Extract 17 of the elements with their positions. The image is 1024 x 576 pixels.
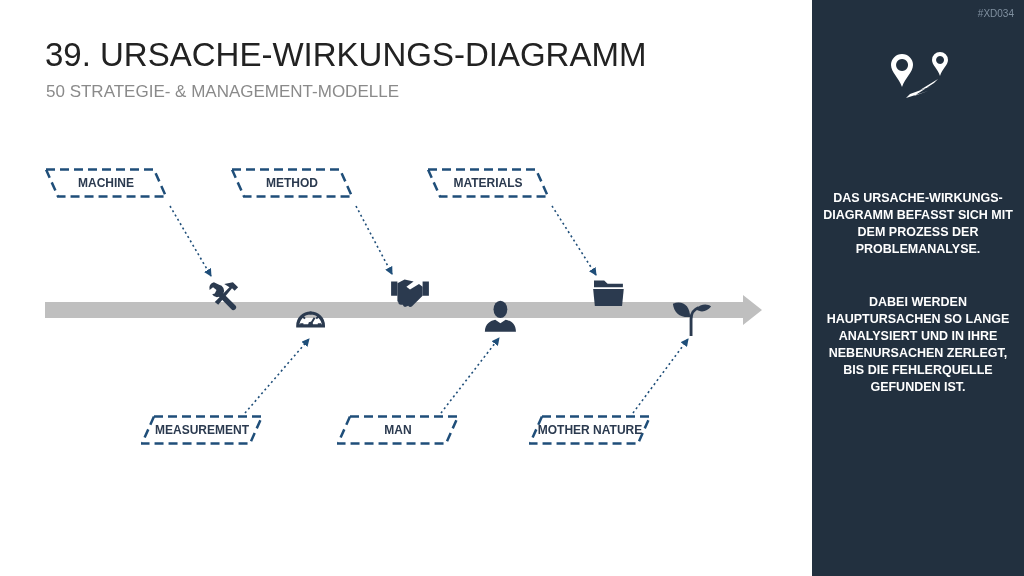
dotted-arrow [632, 338, 689, 414]
cause-label-box: MATERIALS [427, 168, 549, 198]
cause-label-box: MOTHER NATURE [529, 415, 651, 445]
title: 39. URSACHE-WIRKUNGS-DIAGRAMM [45, 36, 647, 74]
cause-label-box: METHOD [231, 168, 353, 198]
dotted-arrow [355, 205, 393, 275]
slide-code: #XD034 [977, 8, 1014, 19]
description-text: DABEI WERDEN HAUPTURSACHEN SO LANGE ANALYSIERT UND IN IHRE NEBENURSACHEN ZERLEGT, BIS DIE FEHLERQUELLE GEFUNDEN IST. [825, 294, 1011, 396]
dotted-arrow [551, 205, 597, 276]
cause-label-box: MACHINE [45, 168, 167, 198]
cause-label-box: MAN [337, 415, 459, 445]
dotted-arrow [244, 338, 310, 414]
cause-label-box: MEASUREMENT [141, 415, 263, 445]
dotted-arrow [169, 205, 212, 277]
subtitle: 50 STRATEGIE- & MANAGEMENT-MODELLE [46, 82, 399, 102]
dotted-arrow [440, 337, 500, 414]
description-text: DAS URSACHE-WIRKUNGS-DIAGRAMM BEFASST SICH MIT DEM PROZESS DER PROBLEMANALYSE. [822, 190, 1014, 258]
